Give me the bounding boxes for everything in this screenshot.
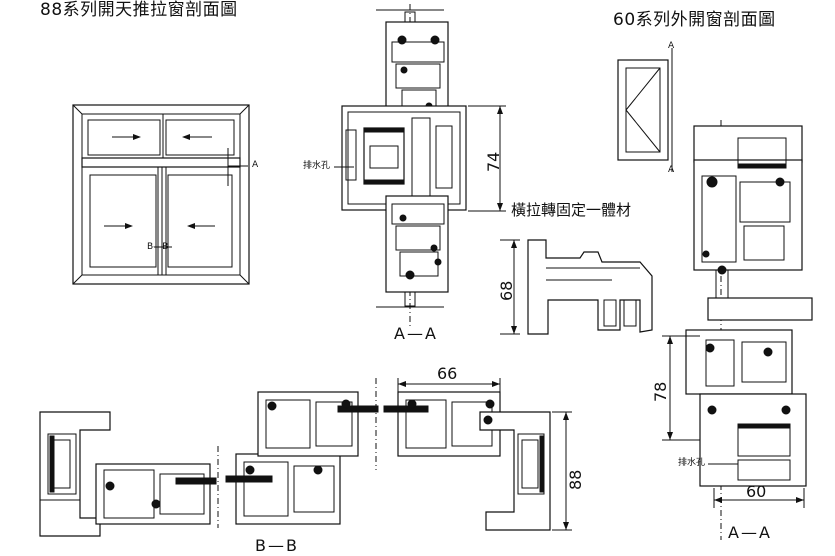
section-bb	[39, 378, 572, 537]
marker-a-top: A	[668, 41, 675, 51]
title-60-series: 60系列外開窗剖面圖	[613, 10, 776, 30]
dimension-68: 68	[497, 280, 516, 301]
dimension-88: 88	[566, 469, 585, 490]
drain-hole-label-center: 排水孔	[303, 161, 331, 171]
section-bb-label: B—B	[255, 536, 299, 555]
arrow-right-bottom-icon	[104, 223, 133, 229]
section-aa-right	[662, 120, 813, 540]
drain-hole-label-right: 排水孔	[678, 458, 706, 468]
marker-bb: B—B	[147, 242, 169, 252]
section-aa-right-label: A—A	[728, 523, 772, 542]
marker-a: A	[252, 160, 259, 170]
dimension-66: 66	[437, 364, 458, 383]
transom-note: 橫拉轉固定一體材	[511, 201, 632, 219]
dimension-78: 78	[651, 381, 670, 402]
transom-profile-68	[500, 239, 653, 335]
section-aa-center	[334, 4, 506, 328]
section-aa-center-label: A—A	[394, 324, 438, 343]
title-88-series: 88系列開天推拉窗剖面圖	[40, 0, 238, 20]
dimension-60: 60	[746, 482, 767, 501]
arrow-left-top-icon	[182, 134, 212, 140]
dimension-74: 74	[484, 151, 503, 172]
arrow-right-top-icon	[112, 134, 141, 140]
marker-a-bottom: A	[668, 165, 675, 175]
arrow-left-bottom-icon	[187, 223, 215, 229]
window-elevation-60	[617, 48, 673, 172]
window-elevation-88	[72, 104, 250, 285]
